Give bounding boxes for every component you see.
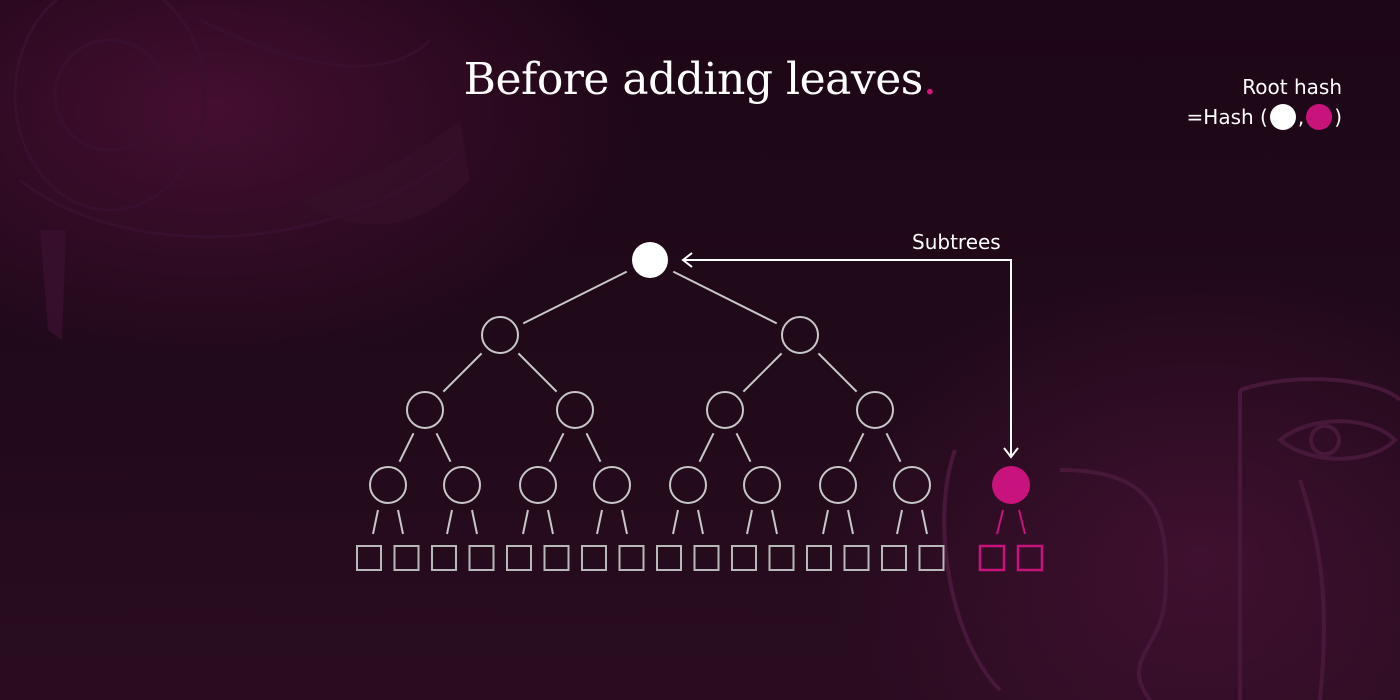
leaf-box <box>656 545 682 571</box>
legend-comma: , <box>1297 105 1305 129</box>
bg-pupil-right <box>1309 424 1341 456</box>
leaf-box <box>581 545 607 571</box>
tree-node <box>519 466 557 504</box>
leaf-box <box>731 545 757 571</box>
pink-subtree-root <box>992 466 1030 504</box>
arrowhead-left <box>681 252 693 268</box>
pink-node-swatch <box>1306 104 1333 130</box>
leaf-edge <box>471 509 478 535</box>
tree-node <box>781 316 819 354</box>
tree-edge <box>885 432 902 463</box>
tree-node <box>443 466 481 504</box>
pink-leaf-box <box>978 544 1006 572</box>
tree-edge <box>735 432 752 463</box>
tree-nodes <box>369 242 1030 504</box>
bg-figure-line <box>1059 468 1169 700</box>
leaf-box <box>768 545 795 571</box>
tree-node <box>406 391 444 429</box>
leaf-edge <box>822 509 829 535</box>
leaf-edge <box>547 509 554 535</box>
leaf-box <box>618 545 645 571</box>
title-dot: . <box>922 54 937 105</box>
pink-leaf-box <box>1016 544 1044 572</box>
subtree-arrow <box>681 252 1019 459</box>
tree-node <box>481 316 519 354</box>
leaf-edge <box>896 509 903 535</box>
leaf-box <box>356 545 382 571</box>
leaf-edge <box>847 509 854 535</box>
tree-node <box>856 391 894 429</box>
tree-node <box>369 466 407 504</box>
bg-lash <box>199 18 432 68</box>
pink-leaf-edge <box>996 509 1004 535</box>
leaf-edge <box>921 509 928 535</box>
leaf-edge <box>672 509 679 535</box>
tree-node <box>743 466 781 504</box>
tree-edge <box>585 432 602 463</box>
tree-node <box>593 466 631 504</box>
tree-edge <box>848 432 865 463</box>
tree-leaves <box>356 544 1044 572</box>
leaf-box <box>393 545 420 571</box>
legend-line-1: Root hash <box>1242 75 1342 99</box>
subtree-connector <box>684 259 1012 455</box>
legend-line-2: =Hash (,) <box>1187 102 1342 132</box>
leaf-box <box>806 545 832 571</box>
tree-edge <box>398 432 415 463</box>
leaf-box <box>843 545 870 571</box>
tree-edge <box>517 352 558 393</box>
leaf-box <box>543 545 570 571</box>
tree-node <box>819 466 857 504</box>
leaf-edge <box>697 509 704 535</box>
leaf-box <box>693 545 720 571</box>
tree-edge <box>698 432 715 463</box>
leaf-edge <box>446 509 453 535</box>
tree-edges <box>372 270 1026 535</box>
tree-edge <box>672 270 778 325</box>
tree-edge <box>442 352 483 393</box>
tree-edge <box>742 352 783 393</box>
leaf-edge <box>397 509 404 535</box>
tree-edge <box>522 270 628 325</box>
leaf-box <box>431 545 457 571</box>
tree-node <box>556 391 594 429</box>
bg-ear <box>942 449 1002 692</box>
bg-eye-iris <box>53 38 167 152</box>
leaf-edge <box>621 509 628 535</box>
legend-suffix: ) <box>1334 105 1342 129</box>
tree-node <box>706 391 744 429</box>
leaf-edge <box>746 509 753 535</box>
root-node <box>632 242 668 278</box>
tree-node <box>893 466 931 504</box>
tree-node <box>669 466 707 504</box>
white-node-swatch <box>1269 104 1296 130</box>
root-hash-legend: Root hash =Hash (,) <box>1187 72 1342 132</box>
bg-eye-right <box>1276 419 1398 461</box>
subtrees-label: Subtrees <box>912 230 1001 254</box>
tree-edge <box>817 352 858 393</box>
leaf-box <box>881 545 907 571</box>
leaf-box <box>468 545 495 571</box>
pink-leaf-edge <box>1018 509 1026 535</box>
arrowhead-down <box>1003 447 1019 459</box>
tree-edge <box>548 432 565 463</box>
leaf-box <box>506 545 532 571</box>
tree-edge <box>435 432 452 463</box>
leaf-edge <box>596 509 603 535</box>
bg-nose <box>1298 479 1326 700</box>
bg-shape <box>300 120 470 225</box>
bg-face-line <box>1238 377 1400 700</box>
leaf-edge <box>771 509 778 535</box>
leaf-edge <box>522 509 529 535</box>
bg-drip <box>40 230 66 340</box>
title-text: Before adding leaves <box>463 54 924 105</box>
bg-eye-outer <box>13 0 207 212</box>
slide-title: Before adding leaves. <box>0 54 1400 105</box>
leaf-box <box>918 545 945 571</box>
legend-prefix: =Hash ( <box>1186 105 1268 129</box>
leaf-edge <box>372 509 379 535</box>
